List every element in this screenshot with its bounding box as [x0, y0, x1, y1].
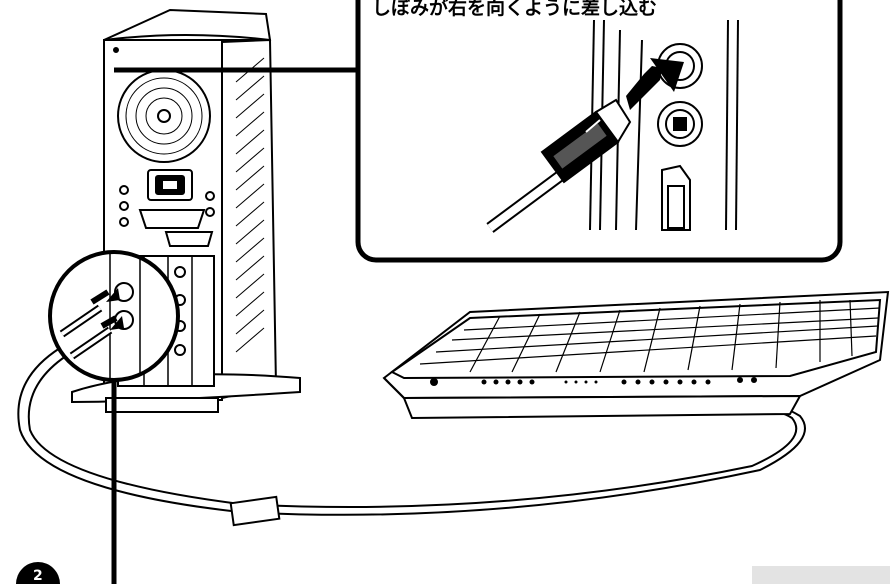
keyboard-icon: [384, 292, 888, 418]
port-zoom-circle: [50, 252, 178, 380]
step-number: 2: [33, 568, 43, 584]
corner-panel: [752, 566, 890, 584]
callout-caption: しぼみが右を向くように差し込む: [372, 0, 657, 19]
callout-box: しぼみが右を向くように差し込む: [358, 0, 840, 260]
step-badge: 2: [16, 562, 60, 584]
